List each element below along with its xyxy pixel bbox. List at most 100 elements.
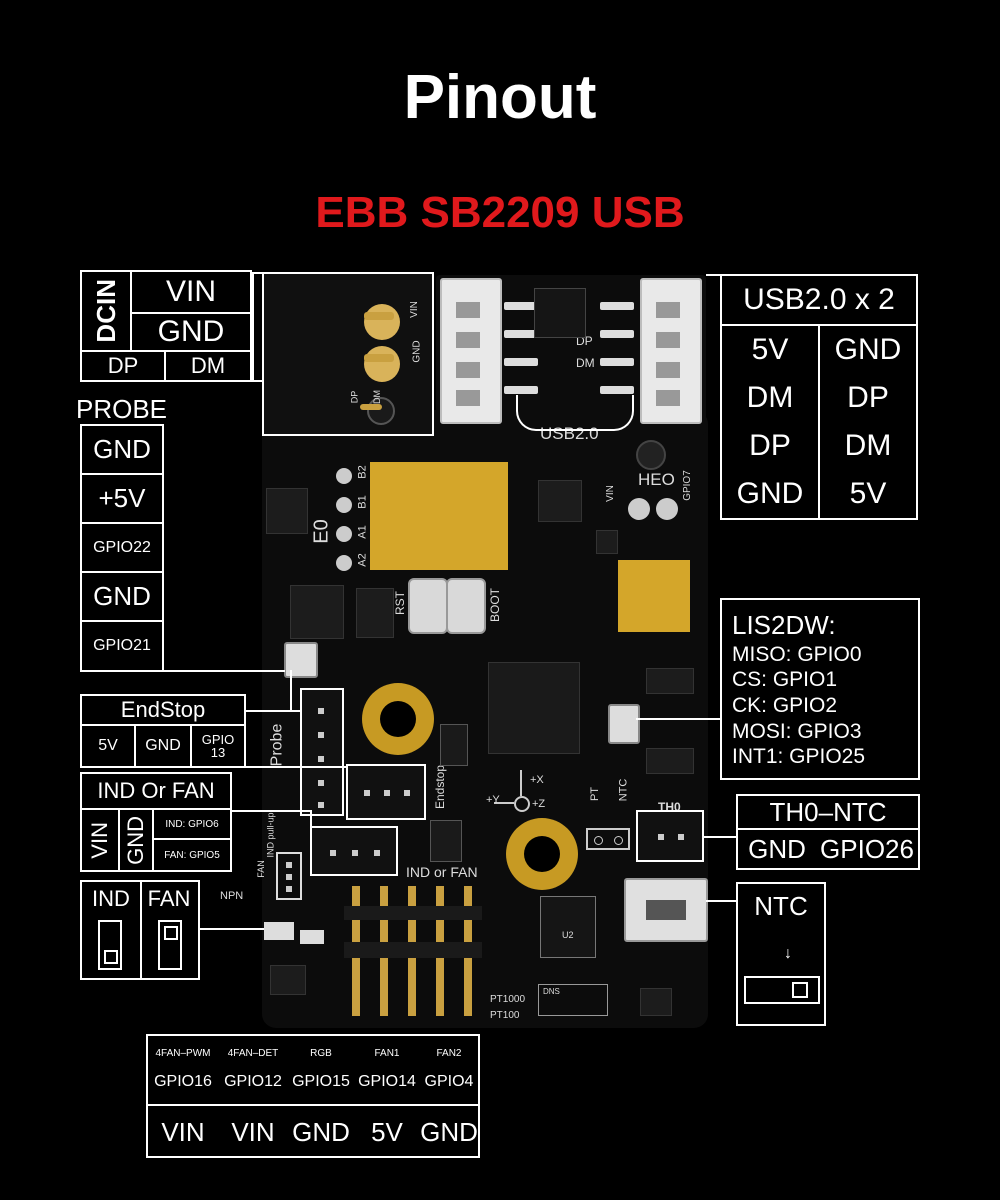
ind-fan-table: IND Or FAN VIN GND IND: GPIO6 FAN: GPIO5	[80, 772, 232, 872]
dc-connector: VIN GND DP DM	[262, 272, 434, 436]
bottom-power-2: VIN	[231, 1116, 275, 1147]
accelerometer-shield	[618, 560, 690, 632]
silk-axis-x: +X	[530, 774, 544, 786]
endstop-connector	[346, 764, 426, 820]
mounting-hole-top	[362, 683, 434, 755]
th0-label: TH0–NTC	[738, 796, 918, 830]
usb-left-4: GND	[736, 477, 804, 510]
probe-pin-3: GPIO22	[82, 524, 162, 573]
gnd-pad	[364, 346, 400, 382]
silk-boot: BOOT	[488, 587, 503, 623]
silk-vin: VIN	[408, 301, 420, 318]
bottom-gpio-3: GPIO15	[292, 1073, 350, 1090]
jumper-ind-icon	[98, 920, 122, 970]
silk-usb-dm: DM	[576, 356, 595, 370]
vin-pad	[364, 304, 400, 340]
probe-table: GND +5V GPIO22 GND GPIO21	[80, 424, 164, 672]
silk-a1: A1	[356, 525, 369, 539]
board-name: EBB SB2209 USB	[315, 188, 685, 237]
silk-b2: B2	[356, 465, 369, 479]
lis2dw-miso: MISO: GPIO0	[732, 642, 862, 666]
probe-pin-1: GND	[82, 426, 162, 475]
pin-header	[344, 886, 482, 1016]
ind-fan-connector	[310, 826, 398, 876]
probe-label: PROBE	[76, 394, 168, 424]
page-title: Pinout	[403, 63, 597, 132]
lis2dw-ck: CK: GPIO2	[732, 693, 838, 717]
lis2dw-table: LIS2DW: MISO: GPIO0 CS: GPIO1 CK: GPIO2 …	[720, 598, 920, 780]
ind-fan-gnd: GND	[123, 815, 148, 865]
ntc-switch-icon	[744, 976, 820, 1004]
shield-can	[370, 462, 508, 570]
silk-heo-vin: VIN	[604, 485, 616, 502]
dcin-dm: DM	[190, 353, 226, 378]
mcu-chip	[488, 662, 580, 754]
jumper-fan-icon	[158, 920, 182, 970]
ntc-arrow-icon: ↓	[784, 945, 792, 962]
usb-label: USB2.0 x 2	[722, 276, 916, 326]
lis2dw-int1: INT1: GPIO25	[732, 745, 866, 769]
endstop-pin-5v: 5V	[82, 726, 136, 766]
axis-origin	[514, 796, 530, 812]
silk-gpio7: GPIO7	[681, 470, 693, 501]
silk-dm: DM	[372, 390, 382, 404]
usb-connector-right	[640, 278, 702, 424]
silk-npn: NPN	[220, 890, 244, 902]
silk-ntc: NTC	[617, 778, 630, 802]
probe-pin-2: +5V	[82, 475, 162, 524]
lis2dw-cs: CS: GPIO1	[732, 668, 838, 692]
mounting-hole-bottom	[506, 818, 578, 890]
usb-right-4: 5V	[849, 477, 887, 510]
ind-fan-vin: VIN	[87, 821, 112, 859]
dcin-label: DCIN	[90, 279, 121, 343]
ind-fan-ind-gpio: IND: GPIO6	[154, 810, 230, 840]
silk-axis-z: +Z	[532, 798, 546, 810]
bottom-gpio-1: GPIO16	[154, 1073, 212, 1090]
silk-ind-pullup: IND pull-up	[265, 812, 276, 858]
dp-pad	[367, 397, 395, 425]
bottom-pin-table: 4FAN–PWM 4FAN–DET RGB FAN1 FAN2 GPIO16 G…	[146, 1034, 480, 1158]
silk-pt: PT	[589, 786, 602, 802]
jumper-ind-label: IND	[92, 886, 130, 911]
bottom-gpio-2: GPIO12	[224, 1073, 282, 1090]
endstop-label: EndStop	[82, 696, 244, 726]
silk-a2: A2	[356, 553, 369, 567]
usb-right-1: GND	[834, 333, 902, 366]
silk-endstop: Endstop	[433, 764, 448, 810]
bottom-gpio-5: GPIO4	[424, 1073, 474, 1090]
probe-pin-4: GND	[82, 573, 162, 622]
usb-table: USB2.0 x 2 5V DM DP GND GND DP DM 5V	[720, 274, 918, 520]
silk-rst: RST	[393, 591, 407, 615]
usb-left-3: DP	[749, 429, 791, 462]
ntc-table: NTC ↓	[736, 882, 826, 1026]
ntc-label: NTC	[754, 890, 808, 921]
usb-right-2: DP	[847, 381, 889, 414]
ind-pullup-jumper	[276, 852, 302, 900]
th0-gnd: GND	[748, 833, 806, 864]
endstop-pin-gpio13: GPIO 13	[201, 732, 235, 760]
dcin-table: DCIN VIN GND DP DM	[80, 270, 252, 382]
probe-pin-5: GPIO21	[93, 637, 151, 654]
silk-usb2: USB2.0	[540, 424, 599, 443]
endstop-table: EndStop 5V GND GPIO 13	[80, 694, 246, 768]
silk-u2: U2	[562, 930, 574, 940]
bottom-power-3: GND	[292, 1116, 350, 1147]
bottom-header-3: RGB	[310, 1047, 332, 1059]
usb-left-2: DM	[746, 381, 794, 414]
silk-ind-or-fan: IND or FAN	[406, 864, 478, 880]
rst-button[interactable]	[408, 578, 448, 634]
ind-fan-jumper-diagram: IND FAN	[80, 880, 200, 980]
boot-button[interactable]	[446, 578, 486, 634]
endstop-pin-gnd: GND	[136, 726, 192, 766]
ntc-slide-switch[interactable]	[624, 878, 708, 942]
silk-gnd: GND	[411, 340, 423, 363]
dcin-vin: VIN	[132, 272, 250, 314]
silk-pt1000: PT1000	[490, 994, 526, 1005]
th0-connector	[636, 810, 704, 862]
dcin-gnd: GND	[132, 314, 250, 352]
silk-probe: Probe	[268, 723, 286, 767]
silk-pt100: PT100	[490, 1010, 520, 1021]
jumper-fan-label: FAN	[147, 886, 191, 911]
bottom-header-4: FAN1	[374, 1047, 400, 1059]
silk-b1: B1	[356, 495, 369, 509]
